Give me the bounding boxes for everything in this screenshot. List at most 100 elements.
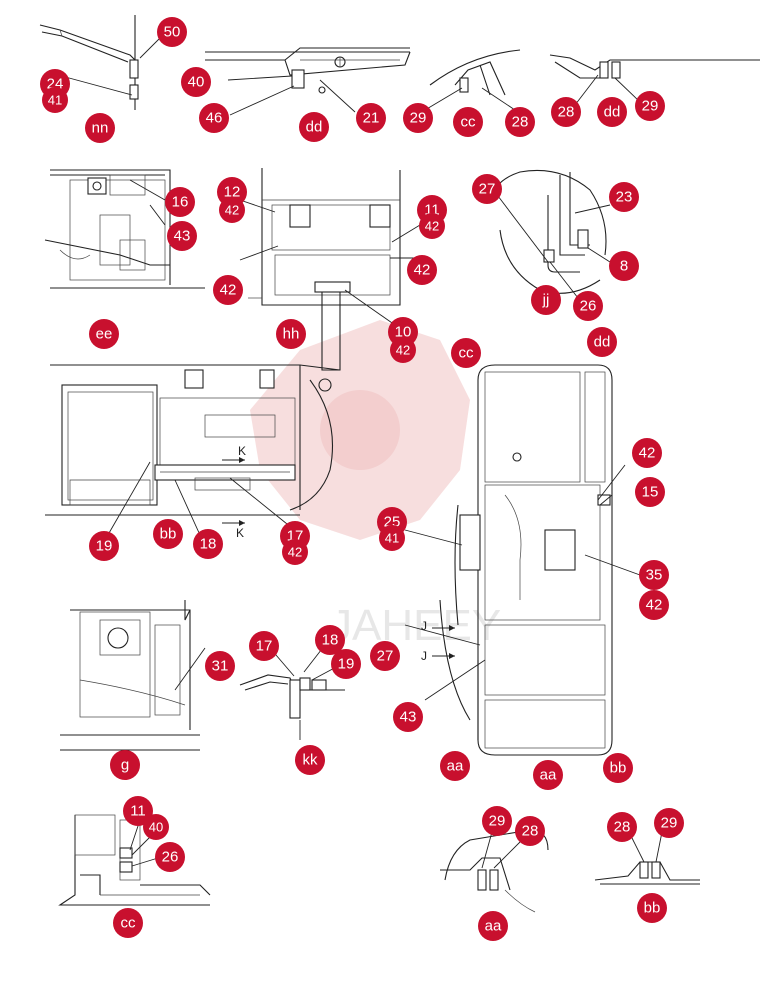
callout-jj[interactable]: jj	[531, 285, 561, 315]
callout-bb[interactable]: bb	[603, 753, 633, 783]
svg-text:cc: cc	[461, 114, 477, 131]
callout-29[interactable]: 29	[654, 808, 684, 838]
callout-42[interactable]: 42	[407, 255, 437, 285]
svg-text:kk: kk	[303, 752, 319, 769]
view-nn	[39, 15, 164, 110]
callout-42[interactable]: 42	[632, 438, 662, 468]
svg-text:41: 41	[385, 531, 399, 546]
callout-35[interactable]: 35	[639, 560, 669, 590]
svg-text:dd: dd	[604, 104, 621, 121]
callout-dd[interactable]: dd	[299, 112, 329, 142]
svg-text:dd: dd	[306, 119, 323, 136]
callout-16[interactable]: 16	[165, 187, 195, 217]
callout-46[interactable]: 46	[199, 103, 229, 133]
svg-text:18: 18	[322, 632, 339, 649]
callout-aa[interactable]: aa	[533, 760, 563, 790]
callout-42[interactable]: 42	[219, 197, 245, 223]
callout-29[interactable]: 29	[482, 806, 512, 836]
svg-text:dd: dd	[594, 334, 611, 351]
svg-text:cc: cc	[121, 915, 137, 932]
svg-text:50: 50	[164, 24, 181, 41]
callout-dd[interactable]: dd	[597, 97, 627, 127]
view-cc-top	[424, 49, 521, 113]
callout-43[interactable]: 43	[393, 702, 423, 732]
view-dd-top	[205, 47, 411, 116]
callout-kk[interactable]: kk	[295, 745, 325, 775]
callout-41[interactable]: 41	[379, 525, 405, 551]
svg-text:35: 35	[646, 567, 663, 584]
svg-text:42: 42	[425, 219, 439, 234]
watermark-logo: JAHEEY	[250, 320, 501, 650]
callout-40[interactable]: 40	[181, 67, 211, 97]
callout-29[interactable]: 29	[403, 103, 433, 133]
callouts: 50 24 41 nn 40 46 dd 21 29 cc 28 28 dd 2…	[40, 17, 684, 941]
svg-text:28: 28	[512, 114, 529, 131]
callout-aa[interactable]: aa	[478, 911, 508, 941]
callout-43[interactable]: 43	[167, 221, 197, 251]
callout-hh[interactable]: hh	[276, 319, 306, 349]
callout-8[interactable]: 8	[609, 251, 639, 281]
svg-text:21: 21	[363, 110, 380, 127]
svg-text:aa: aa	[447, 758, 464, 775]
svg-text:42: 42	[639, 445, 656, 462]
callout-bb[interactable]: bb	[637, 893, 667, 923]
callout-g[interactable]: g	[110, 750, 140, 780]
callout-11[interactable]: 11	[123, 796, 153, 826]
svg-text:29: 29	[661, 815, 678, 832]
view-cc-bottom	[58, 814, 211, 906]
callout-50[interactable]: 50	[157, 17, 187, 47]
callout-41[interactable]: 41	[42, 87, 68, 113]
callout-cc[interactable]: cc	[451, 338, 481, 368]
svg-text:8: 8	[620, 258, 628, 275]
svg-text:15: 15	[642, 484, 659, 501]
svg-text:40: 40	[149, 820, 163, 835]
svg-text:27: 27	[377, 648, 394, 665]
callout-40[interactable]: 40	[143, 814, 169, 840]
callout-15[interactable]: 15	[635, 477, 665, 507]
callout-26[interactable]: 26	[573, 291, 603, 321]
view-dd-right	[549, 54, 760, 106]
callout-28[interactable]: 28	[515, 816, 545, 846]
svg-text:26: 26	[162, 849, 179, 866]
section-j-top-label: J	[421, 619, 427, 633]
callout-42[interactable]: 42	[390, 337, 416, 363]
callout-18[interactable]: 18	[193, 529, 223, 559]
callout-28[interactable]: 28	[505, 107, 535, 137]
callout-42[interactable]: 42	[639, 590, 669, 620]
callout-29[interactable]: 29	[635, 91, 665, 121]
callout-dd[interactable]: dd	[587, 327, 617, 357]
callout-42[interactable]: 42	[282, 539, 308, 565]
svg-text:18: 18	[200, 536, 217, 553]
svg-text:31: 31	[212, 658, 229, 675]
callout-bb[interactable]: bb	[153, 519, 183, 549]
svg-text:46: 46	[206, 110, 223, 127]
callout-18[interactable]: 18	[315, 625, 345, 655]
view-ee	[44, 169, 205, 289]
callout-17[interactable]: 17	[249, 631, 279, 661]
svg-text:42: 42	[225, 203, 239, 218]
watermark-text: JAHEEY	[330, 601, 501, 650]
callout-cc[interactable]: cc	[453, 107, 483, 137]
svg-text:29: 29	[410, 110, 427, 127]
callout-aa[interactable]: aa	[440, 751, 470, 781]
callout-31[interactable]: 31	[205, 651, 235, 681]
callout-19[interactable]: 19	[331, 649, 361, 679]
callout-ee[interactable]: ee	[89, 319, 119, 349]
callout-23[interactable]: 23	[609, 182, 639, 212]
callout-nn[interactable]: nn	[85, 113, 115, 143]
svg-text:28: 28	[614, 819, 631, 836]
callout-27[interactable]: 27	[472, 174, 502, 204]
svg-text:42: 42	[414, 262, 431, 279]
callout-28[interactable]: 28	[551, 97, 581, 127]
callout-19[interactable]: 19	[89, 531, 119, 561]
callout-42[interactable]: 42	[213, 275, 243, 305]
callout-cc[interactable]: cc	[113, 908, 143, 938]
callout-27[interactable]: 27	[370, 641, 400, 671]
callout-42[interactable]: 42	[419, 213, 445, 239]
callout-21[interactable]: 21	[356, 103, 386, 133]
callout-26[interactable]: 26	[155, 842, 185, 872]
svg-text:nn: nn	[92, 120, 109, 137]
callout-28[interactable]: 28	[607, 812, 637, 842]
